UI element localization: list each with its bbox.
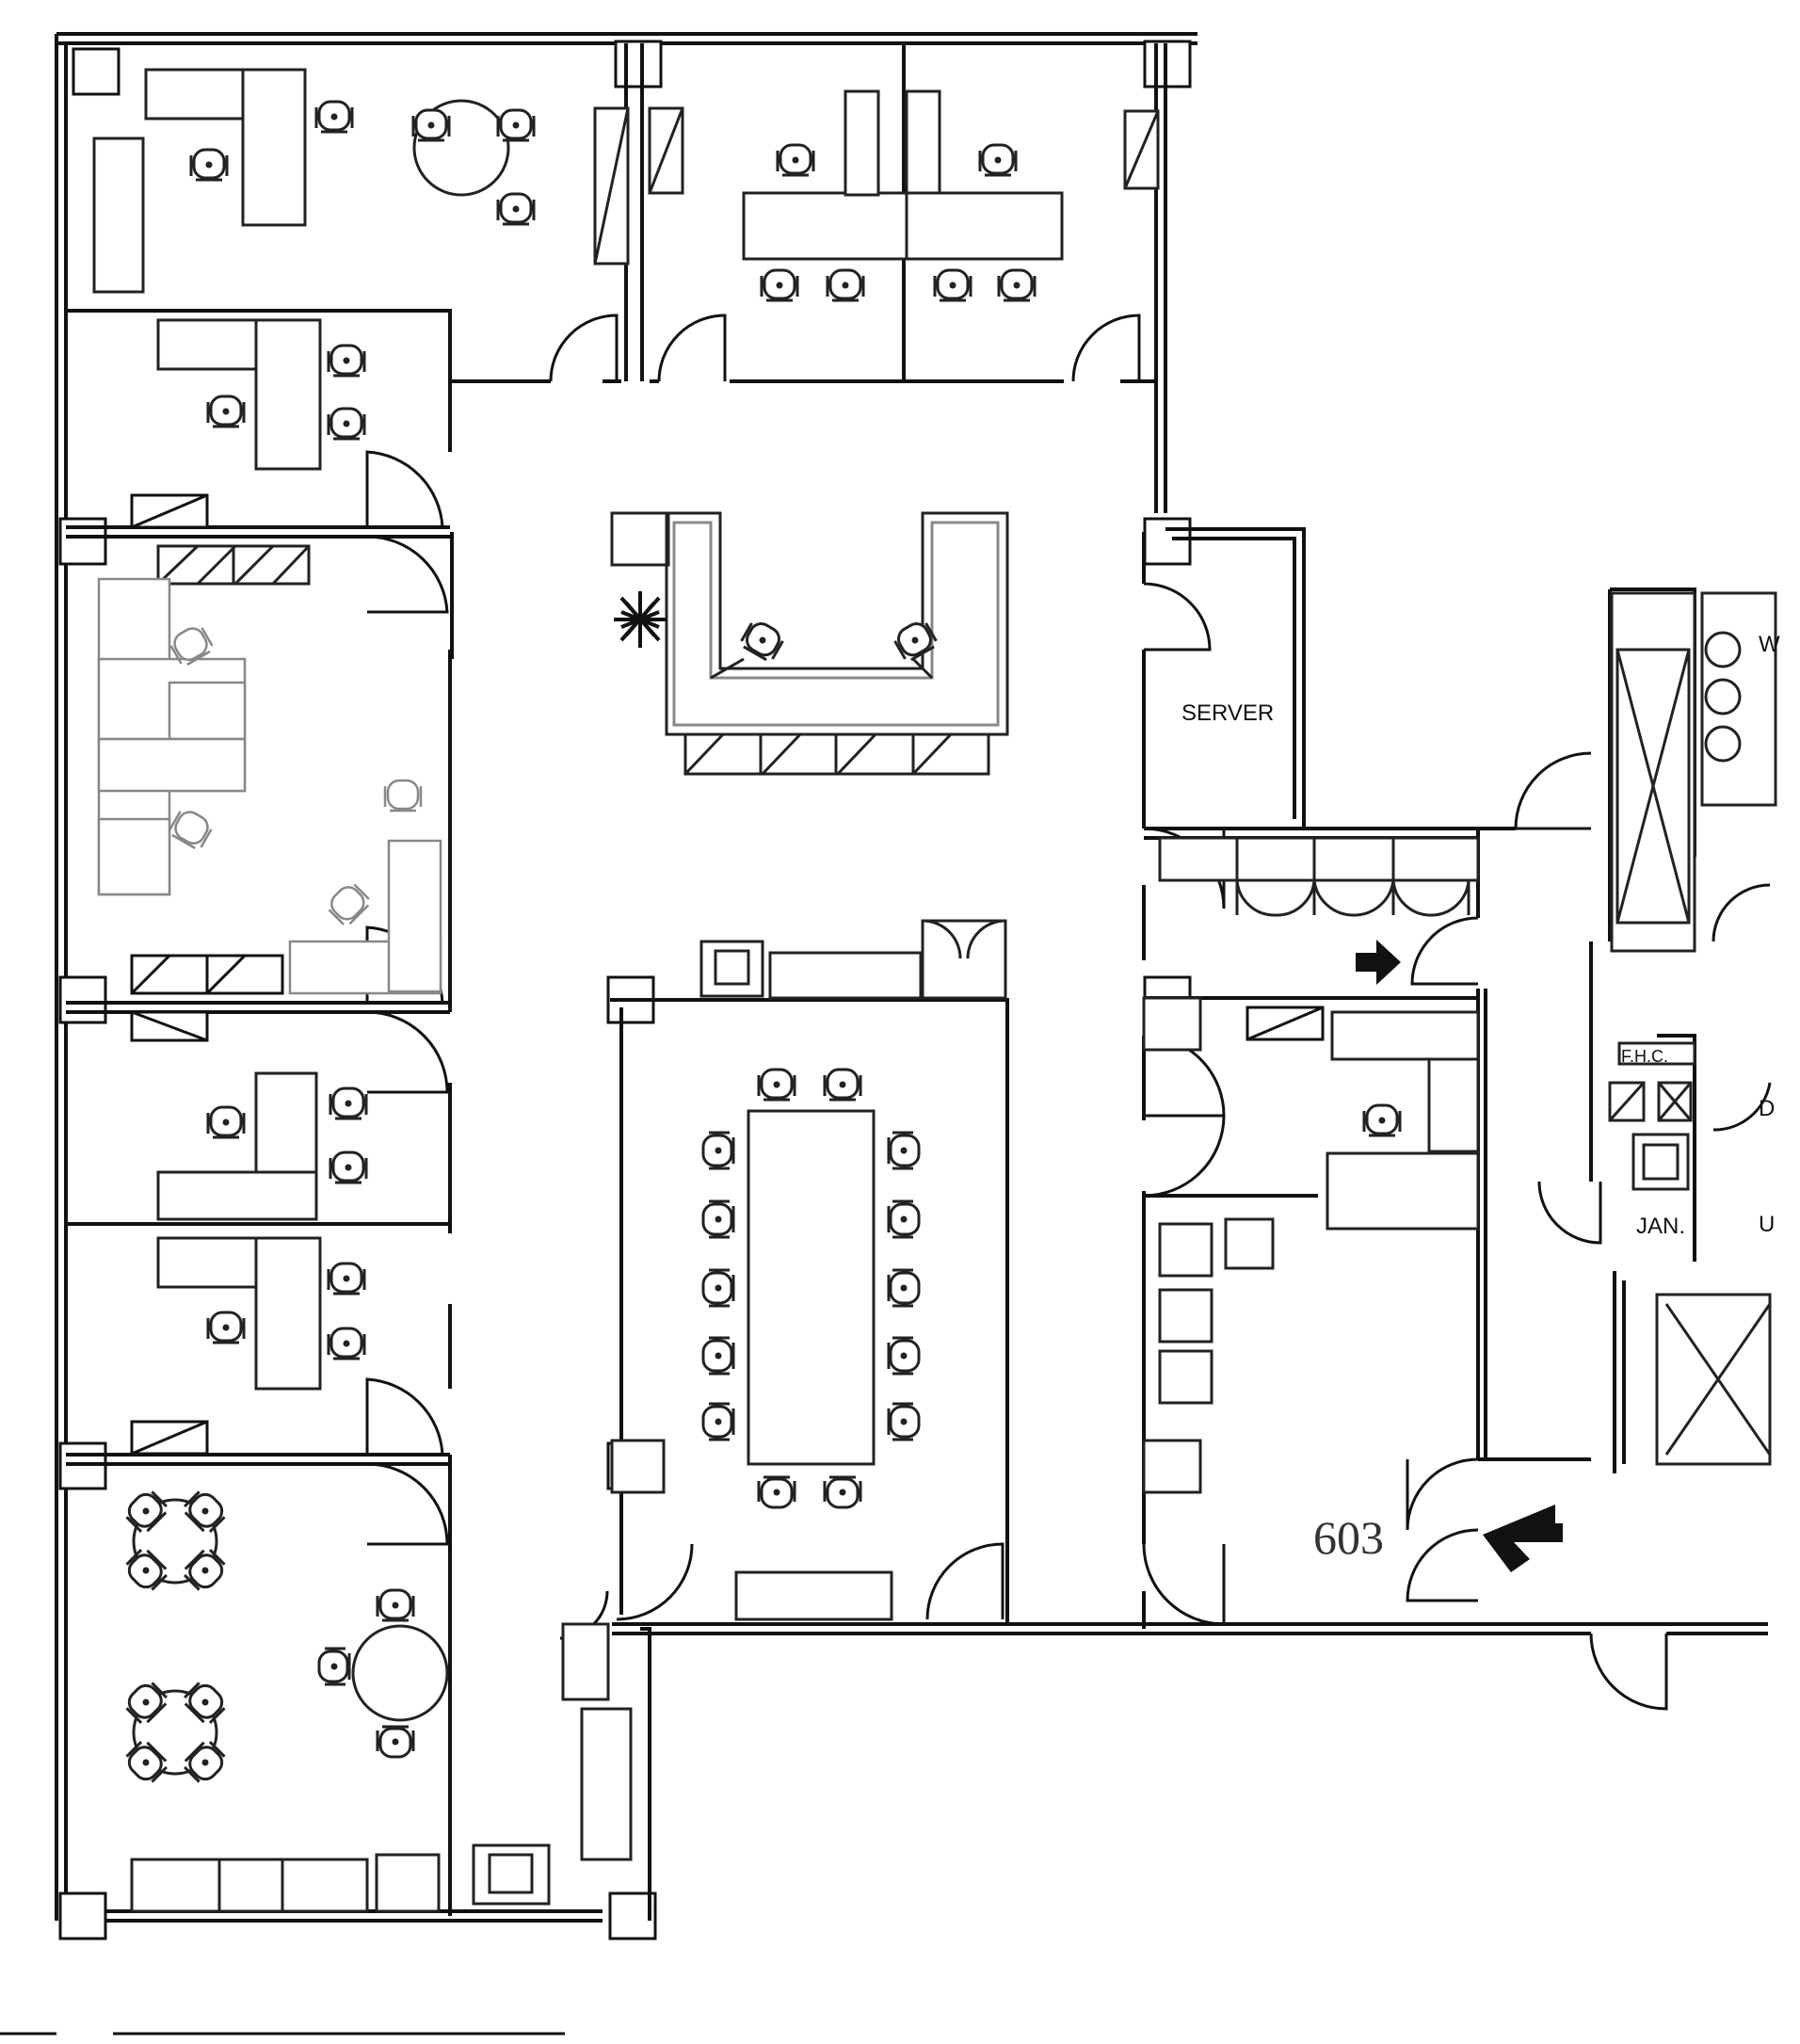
conference-room: [610, 919, 1007, 1621]
fhc-label: F.H.C.: [1621, 1047, 1668, 1066]
reception: [610, 511, 1009, 776]
server-cabinets: [1158, 836, 1480, 917]
suite-number: 603: [1313, 1511, 1384, 1564]
west-office-4: [130, 1236, 366, 1456]
right-core: [1608, 591, 1777, 1466]
edge-label-u: U: [1759, 1212, 1775, 1237]
server-room: SERVER: [1181, 700, 1274, 726]
edge-label-d: D: [1759, 1096, 1775, 1121]
edge-label-w: W: [1759, 632, 1780, 657]
arrow-left-icon: [1483, 1505, 1563, 1572]
workroom: [1142, 1217, 1275, 1494]
sw-break-room: [121, 1486, 551, 1913]
exterior-walls: [55, 32, 1768, 1923]
janitor-label: JAN.: [1636, 1214, 1685, 1239]
south-corridor-cabinet: [561, 1622, 633, 1861]
nw-executive-office: [92, 68, 536, 294]
north-offices: [593, 89, 1160, 302]
plant-icon: [614, 591, 667, 648]
west-workstation-cabinets: [130, 954, 284, 1042]
west-office-3: [156, 1071, 368, 1221]
door-swings: [365, 314, 1772, 1711]
west-office-2: [130, 318, 366, 586]
server-room-label: SERVER: [1181, 700, 1274, 726]
east-office: [1142, 996, 1480, 1231]
west-workstations: [97, 577, 442, 995]
arrow-right-icon: [1356, 940, 1401, 985]
